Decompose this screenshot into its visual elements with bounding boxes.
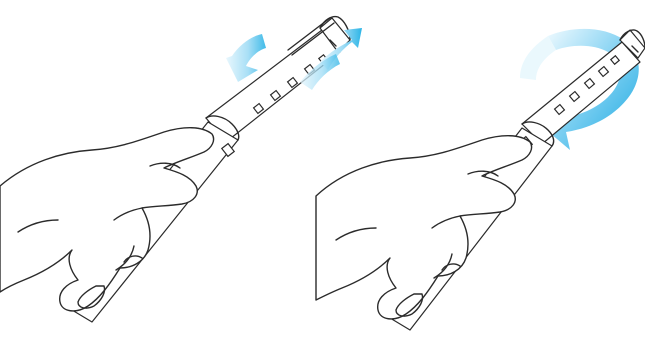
panel-rotate <box>316 29 645 330</box>
hand-left <box>0 128 214 311</box>
panel-wave <box>0 17 362 322</box>
hand-right <box>316 136 532 319</box>
